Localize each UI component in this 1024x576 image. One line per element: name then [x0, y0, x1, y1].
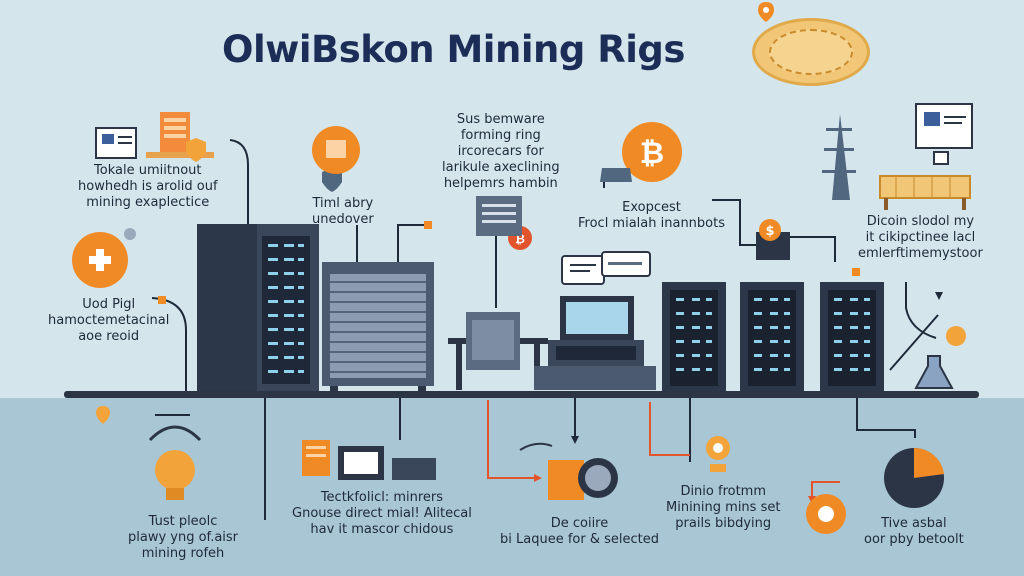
- node-marker: [852, 268, 860, 276]
- server-rack-right-3: [820, 282, 884, 392]
- label-line: Timl abry: [312, 196, 374, 211]
- server-rack-right-2: [740, 282, 804, 392]
- shelf-nodes: [158, 221, 860, 304]
- label-line: larikule axeclining: [442, 160, 560, 175]
- label-line: helpemrs hambin: [443, 176, 558, 191]
- label-timl: Timl abry unedover: [312, 196, 374, 228]
- gear-icon: [706, 436, 730, 472]
- connector-line: [889, 314, 939, 371]
- network-icon: [519, 442, 618, 500]
- label-bottom-left: Tust pleolc plawy yng of.aisr mining rof…: [128, 514, 238, 562]
- connector-line: [712, 199, 756, 246]
- dollar-icon: $: [756, 219, 790, 260]
- label-line: forming ring: [460, 128, 541, 143]
- monitor-icon: [915, 103, 973, 165]
- analytics-dashboard-icon: [146, 112, 214, 158]
- asic-device: [448, 312, 548, 390]
- label-line: hamoctemetacinal: [48, 313, 170, 328]
- label-line: Minining mins set: [666, 500, 781, 515]
- page-title: OlwiBskon Mining Rigs: [222, 28, 685, 71]
- label-line: Dinio frotmm: [680, 484, 767, 499]
- label-line: mining exaplectice: [86, 195, 210, 210]
- connector-line: [811, 481, 840, 498]
- label-line: ircorecars for: [457, 144, 544, 159]
- label-bottom-center: De coiire bi Laquee for & selected: [500, 516, 659, 548]
- svg-text:₿: ₿: [640, 136, 664, 171]
- node-marker: [424, 221, 432, 229]
- label-line: Tive asbal: [881, 516, 947, 531]
- svg-text:₿: ₿: [515, 232, 525, 246]
- documents-icon: [95, 127, 137, 159]
- label-line: Dicoin slodol my: [866, 214, 975, 229]
- label-bottom-mid: Tectkfolicl: minrers Gnouse direct mial!…: [292, 490, 472, 538]
- label-line: De coiire: [550, 516, 609, 531]
- connectors: [151, 139, 939, 520]
- server-top-unit: [476, 196, 522, 236]
- label-line: prails bibdying: [675, 516, 772, 531]
- label-line: howhedh is arolid ouf: [78, 179, 218, 194]
- arrowhead: [534, 474, 542, 482]
- label-line: unedover: [312, 212, 374, 227]
- label-line: Uod Pigl: [82, 297, 136, 312]
- label-top-center: Sus bemware forming ring ircorecars for …: [442, 112, 560, 192]
- mining-unit: [322, 262, 434, 392]
- connector-line: [856, 398, 916, 438]
- label-mid-left: Uod Pigl hamoctemetacinal aoe reoid: [48, 297, 169, 345]
- label-line: mining rofeh: [141, 546, 225, 561]
- connector-line: [649, 402, 690, 456]
- label-line: Tust pleolc: [148, 514, 218, 529]
- shelf-rail: [64, 391, 979, 398]
- arrowhead: [571, 436, 579, 444]
- label-top-left: Tokale umiitnout howhedh is arolid ouf m…: [78, 163, 218, 211]
- solar-panel-icon: [879, 175, 971, 210]
- connector-line: [487, 400, 534, 479]
- connector-line: [397, 224, 424, 262]
- gold-coin-icon: [312, 126, 360, 174]
- label-line: plawy yng of.aisr: [128, 530, 239, 545]
- label-line: oor pby betoolt: [864, 532, 964, 547]
- plus-icon: [72, 228, 136, 288]
- red-connectors: [487, 400, 840, 498]
- label-line: bi Laquee for & selected: [500, 532, 659, 547]
- label-line: hav it mascor chidous: [310, 522, 454, 537]
- pie-chart-icon: [806, 447, 944, 534]
- node-marker: [158, 296, 166, 304]
- label-line: Tokale umiitnout: [94, 163, 202, 178]
- connector-line: [790, 236, 836, 262]
- label-bottom-right: Tive asbal oor pby betoolt: [864, 516, 964, 548]
- label-right: Dicoin slodol my it cikipctinee lacl eml…: [858, 214, 983, 262]
- arrowhead: [935, 292, 943, 300]
- tower-icon: [822, 114, 856, 200]
- label-line: aoe reoid: [78, 329, 140, 344]
- label-line: Tectkfolicl: minrers: [320, 490, 444, 505]
- label-expect: Exopcest Frocl mialah inannbots: [578, 200, 725, 232]
- label-line: Exopcest: [622, 200, 681, 215]
- coin-pattern: [769, 29, 853, 75]
- connector-line: [905, 282, 937, 339]
- label-line: emlerftimemystoor: [858, 246, 983, 261]
- chat-bubble-icon: [561, 251, 651, 285]
- lightbulb-icon: [148, 425, 202, 500]
- gold-coin-icon: [752, 18, 870, 86]
- label-line: Gnouse direct mial! Alitecal: [292, 506, 472, 521]
- server-rack-left: [197, 224, 319, 394]
- server-rack-right-1: [662, 282, 726, 392]
- label-line: Sus bemware: [456, 112, 545, 127]
- connector-line: [229, 139, 249, 230]
- workstation: [534, 296, 656, 390]
- invoice-icon: [302, 440, 436, 480]
- location-pin-icon: [96, 2, 774, 424]
- label-line: it cikipctinee lacl: [865, 230, 976, 245]
- lab-flask-icon: [914, 326, 966, 389]
- label-bottom-right-mid: Dinio frotmm Minining mins set prails bi…: [666, 484, 780, 532]
- svg-text:$: $: [765, 224, 774, 239]
- label-line: Frocl mialah inannbots: [578, 216, 725, 231]
- shield-icon: [186, 138, 342, 192]
